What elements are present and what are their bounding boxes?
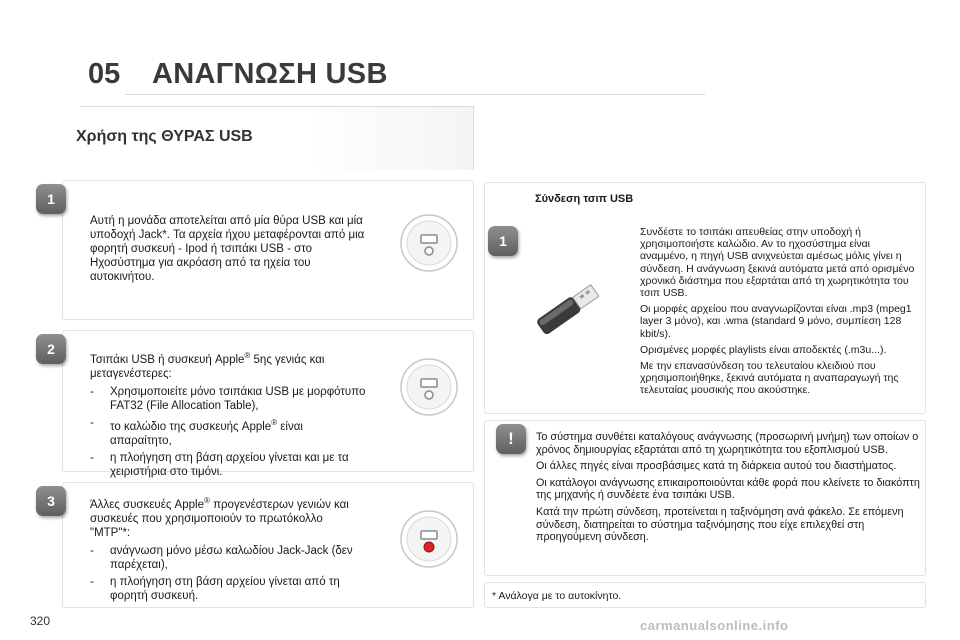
bullet-dash: -	[90, 385, 94, 398]
section-title-panel	[62, 106, 474, 170]
usb-p2: Οι μορφές αρχείου που αναγνωρίζονται είν…	[640, 303, 912, 340]
note-p3: Οι κατάλογοι ανάγνωσης επικαιροποιούνται…	[536, 476, 920, 502]
warning-icon: !	[496, 424, 526, 454]
step-3-text: Άλλες συσκευές Apple® προγενέστερων γενι…	[90, 494, 366, 603]
jack-port-icon	[400, 358, 458, 416]
note-p1: Το σύστημα συνθέτει καταλόγους ανάγνωσης…	[536, 431, 919, 456]
chapter-title: ΑΝΑΓΝΩΣΗ USB	[152, 58, 388, 90]
step-3-intro-a: Άλλες συσκευές Apple	[90, 498, 204, 511]
bullet-dash: -	[90, 575, 94, 588]
step-3-badge: 3	[36, 486, 66, 516]
jack-port-highlight-icon	[400, 510, 458, 568]
usb-step-1-badge: 1	[488, 226, 518, 256]
step-2-bullet-2a: το καλώδιο της συσκευής Apple	[110, 420, 272, 433]
registered-mark: ®	[244, 351, 251, 360]
list-item: - η πλοήγηση στη βάση αρχείου γίνεται από…	[90, 575, 366, 603]
note-panel	[484, 420, 926, 576]
registered-mark: ®	[203, 496, 210, 505]
usb-stick-icon	[537, 284, 600, 335]
usb-p3: Ορισμένες μορφές playlists είναι αποδεκτ…	[640, 343, 887, 356]
usb-connection-heading: Σύνδεση τσιπ USB	[535, 193, 634, 205]
chapter-number: 05	[88, 58, 121, 90]
step-1-text: Αυτή η μονάδα αποτελείται από μία θύρα U…	[90, 215, 365, 283]
list-item: - Χρησιμοποιείτε μόνο τσιπάκια USB με μορ…	[90, 385, 366, 413]
step-3-panel	[62, 482, 474, 608]
watermark: carmanualsonline.info	[640, 618, 789, 633]
step-2-bullet-1: Χρησιμοποιείτε μόνο τσιπάκια USB με μορφ…	[110, 385, 366, 412]
usb-connection-text: Συνδέστε το τσιπάκι απευθείας στην υποδο…	[640, 226, 920, 401]
usb-p4: Με την επανασύνδεση του τελευταίου κλειδ…	[640, 360, 899, 397]
section-title-border	[80, 106, 474, 170]
step-1-badge: 1	[36, 184, 66, 214]
note-text: Το σύστημα συνθέτει καταλόγους ανάγνωσης…	[536, 431, 920, 548]
step-2-intro-b: 5ης γενιάς και μεταγενέστερες:	[90, 353, 325, 380]
note-p4: Κατά την πρώτη σύνδεση, προτείνεται η τα…	[536, 505, 904, 544]
step-3-intro-b: προγενέστερων γενιών και συσκευές που χρ…	[90, 498, 349, 539]
step-2-badge: 2	[36, 334, 66, 364]
registered-mark: ®	[271, 417, 278, 427]
step-2-text: Τσιπάκι USB ή συσκευή Apple® 5ης γενιάς …	[90, 349, 366, 479]
step-2-bullet-3: η πλοήγηση στη βάση αρχείου γίνεται και …	[110, 451, 349, 478]
list-item: - η πλοήγηση στη βάση αρχείου γίνεται και…	[90, 451, 366, 479]
step-2-bullet-2b: είναι απαραίτητο,	[110, 420, 303, 447]
bullet-dash: -	[90, 451, 94, 464]
bullet-dash: -	[90, 544, 94, 557]
page-number: 320	[30, 614, 51, 628]
footnote: * Ανάλογα με το αυτοκίνητο.	[492, 590, 622, 602]
list-item: - ανάγνωση μόνο μέσω καλωδίου Jack-Jack (…	[90, 544, 366, 572]
note-p2: Οι άλλες πηγές είναι προσβάσιμες κατά τη…	[536, 460, 897, 473]
step-2-intro-a: Τσιπάκι USB ή συσκευή Apple	[90, 353, 245, 366]
usb-connection-panel	[484, 182, 926, 414]
usb-p1: Συνδέστε το τσιπάκι απευθείας στην υποδο…	[640, 226, 915, 300]
step-3-bullet-2: η πλοήγηση στη βάση αρχείου γίνεται από …	[110, 575, 340, 602]
section-title: Χρήση της ΘΥΡΑΣ USB	[76, 128, 253, 145]
footnote-panel	[484, 582, 926, 608]
usb-port-icon	[400, 214, 458, 272]
header-divider	[125, 94, 705, 95]
step-3-bullet-1: ανάγνωση μόνο μέσω καλωδίου Jack-Jack (δ…	[110, 544, 353, 571]
list-item: - το καλώδιο της συσκευής Apple® είναι απ…	[90, 416, 366, 448]
bullet-dash: -	[90, 416, 94, 429]
